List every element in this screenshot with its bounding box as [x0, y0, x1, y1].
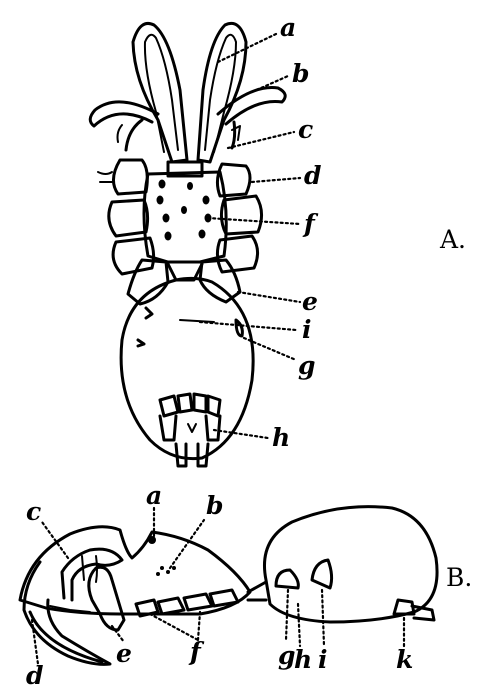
eye-lateral	[148, 536, 156, 544]
label-c-lower: c	[26, 497, 41, 526]
book-lung-lateral	[276, 570, 298, 588]
label-g-lower: g	[278, 641, 295, 670]
label-g-upper: g	[298, 351, 315, 380]
label-e-lower: e	[116, 639, 132, 668]
coxae-left	[98, 160, 168, 304]
view-a-labels: a b c d f e i g h A.	[272, 13, 466, 452]
label-c-upper: c	[298, 115, 313, 144]
view-b-title: B.	[446, 563, 472, 592]
view-a-title: A.	[439, 225, 466, 254]
chelicerae	[133, 23, 246, 162]
label-b-lower: b	[206, 491, 223, 520]
sternum	[144, 172, 226, 262]
label-h-upper: h	[272, 423, 290, 452]
book-lung-left	[138, 340, 144, 346]
label-e-upper: e	[302, 287, 318, 316]
label-d-upper: d	[304, 161, 321, 190]
label-f-upper: f	[302, 209, 319, 238]
label-a-lower: a	[146, 481, 162, 510]
abdomen-ventral	[121, 278, 253, 458]
spinnerets	[160, 394, 220, 466]
epigastric-fold	[180, 320, 214, 322]
spiracle-lateral	[312, 560, 332, 588]
label-h-lower: h	[294, 645, 312, 674]
book-lung-right	[236, 320, 242, 336]
coxae-lateral	[136, 590, 238, 616]
label-a-upper: a	[280, 13, 296, 42]
label-b-upper: b	[292, 59, 309, 88]
lateral-view-drawing	[20, 507, 437, 665]
pedicel-lateral	[248, 582, 266, 600]
label-f-lower: f	[188, 637, 205, 666]
label-i-lower: i	[318, 645, 328, 674]
label-i-upper: i	[302, 315, 312, 344]
label-d-lower: d	[26, 661, 43, 690]
stigma-left	[146, 308, 152, 318]
eye-cluster-lateral	[156, 566, 176, 576]
leg-base-lateral	[89, 567, 124, 630]
label-k-lower: k	[396, 645, 413, 674]
sternum-spots	[157, 180, 212, 241]
